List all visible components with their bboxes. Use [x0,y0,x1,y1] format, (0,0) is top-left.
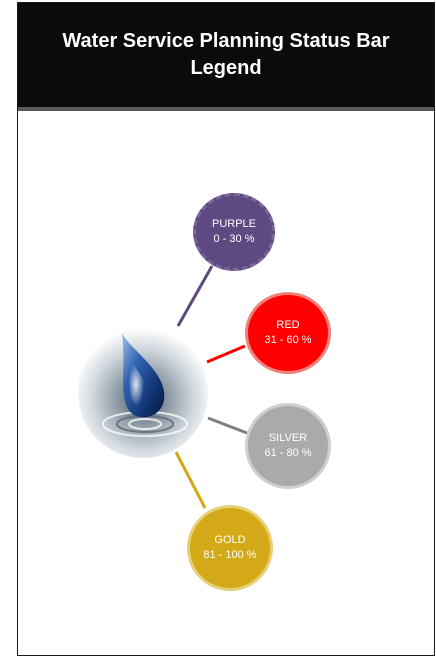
legend-item-purple-name: PURPLE [211,218,257,230]
legend-item-red: RED 31 - 60 % [245,292,331,374]
legend-item-silver: SILVER 61 - 80 % [245,403,331,489]
legend-item-purple-range: 0 - 30 % [213,233,255,245]
legend-item-gold-name: GOLD [214,534,246,546]
header-divider [18,107,434,111]
legend-item-gold-range: 81 - 100 % [203,549,257,561]
legend-item-silver-range: 61 - 80 % [264,447,312,459]
header-bar: Water Service Planning Status Bar Legend [18,3,434,107]
legend-item-red-range: 31 - 60 % [264,334,312,346]
page-title: Water Service Planning Status Bar Legend [62,30,390,79]
legend-item-red-name: RED [276,319,300,331]
legend-item-silver-name: SILVER [268,432,308,444]
legend-item-gold: GOLD 81 - 100 % [187,505,273,591]
legend-item-purple: PURPLE 0 - 30 % [193,193,275,271]
